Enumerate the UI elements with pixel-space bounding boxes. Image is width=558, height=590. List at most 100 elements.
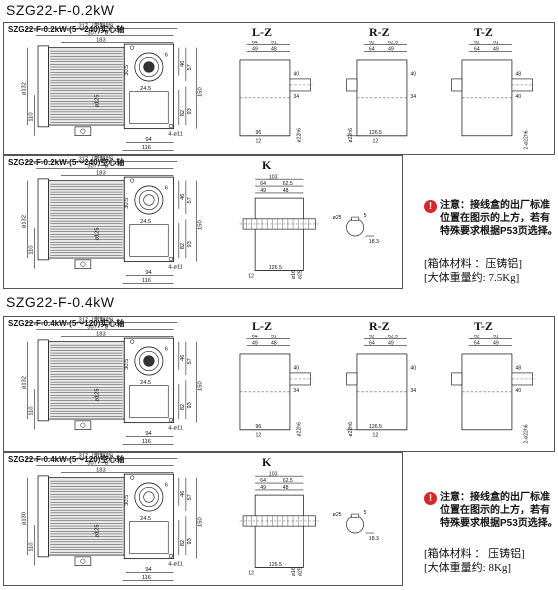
view-dim: 48 bbox=[515, 365, 521, 371]
dim-116: 116 bbox=[142, 439, 151, 445]
dim-94: 94 bbox=[145, 270, 152, 276]
dim-24-5: 24.5 bbox=[140, 86, 151, 92]
dim-30-5: 30.5 bbox=[124, 198, 130, 209]
dim-diameter-125: ø125 bbox=[95, 524, 101, 537]
dim-total-length: 317（带制动） bbox=[79, 453, 117, 459]
k-dim: 12 bbox=[248, 570, 254, 576]
view-dim: ø22h6 bbox=[296, 128, 302, 143]
k-dim: ø25 bbox=[333, 512, 342, 518]
k-dim: 64 bbox=[260, 478, 266, 484]
k-dim: ø25 bbox=[333, 215, 342, 221]
view-dim: 64 bbox=[369, 340, 375, 346]
dim-height-110: 110 bbox=[29, 245, 35, 254]
dim-24-5: 24.5 bbox=[140, 380, 151, 386]
view-title-l-z: L-Z bbox=[252, 319, 273, 333]
dim-length-183: 183 bbox=[96, 37, 106, 43]
view-dim: 91 bbox=[271, 41, 277, 46]
dim-6: 6 bbox=[165, 52, 168, 58]
k-dim: ø25 bbox=[298, 270, 304, 279]
view-dim: 48 bbox=[271, 46, 277, 52]
k-dim: 48 bbox=[283, 188, 289, 194]
solid-shaft-title: SZG22-F-0.2kW-(5～240)实心轴 bbox=[8, 25, 125, 34]
view-dim: 2-ø22h6 bbox=[523, 424, 529, 443]
dim-82: 82 bbox=[180, 243, 186, 249]
dim-8: 8 bbox=[105, 163, 108, 169]
k-dim: ø16 bbox=[291, 567, 297, 576]
view-dim: 49 bbox=[493, 340, 499, 346]
dim-6: 6 bbox=[165, 482, 168, 488]
view-dim: 64 bbox=[252, 335, 258, 340]
dim-30-5: 30.5 bbox=[124, 359, 130, 370]
view-dim: 64 bbox=[474, 46, 480, 52]
dim-mounting-holes: 4-ø11 bbox=[168, 132, 183, 138]
dim-mounting-holes: 4-ø11 bbox=[168, 426, 183, 432]
dim-57: 57 bbox=[187, 494, 193, 500]
k-dim: 62.5 bbox=[283, 181, 293, 187]
view-title-t-z: T-Z bbox=[474, 319, 493, 333]
section-title: SZG22-F-0.2kW bbox=[6, 2, 115, 18]
dim-82: 82 bbox=[180, 540, 186, 546]
housing-material: [箱体材料 ： 压铸铝] bbox=[424, 548, 525, 560]
k-dim: 126.5 bbox=[269, 265, 282, 271]
dim-6: 6 bbox=[165, 185, 168, 191]
dim-diameter-125: ø125 bbox=[95, 94, 101, 107]
k-dim: 48 bbox=[283, 485, 289, 491]
warning-icon: ! bbox=[424, 200, 437, 213]
view-dim: 64 bbox=[474, 340, 480, 346]
dim-93: 93 bbox=[187, 538, 193, 544]
view-dim: 126.5 bbox=[369, 424, 382, 430]
view-dim: ø22h6 bbox=[348, 128, 354, 143]
view-dim: 92 bbox=[369, 335, 375, 340]
solid-shaft-title: SZG22-F-0.4kW-(5～120)实心轴 bbox=[8, 319, 125, 328]
view-dim: 48 bbox=[271, 340, 277, 346]
dim-6: 6 bbox=[165, 346, 168, 352]
dim-8: 8 bbox=[105, 30, 108, 36]
view-dim: 34 bbox=[410, 94, 416, 100]
view-dim: 40 bbox=[410, 71, 416, 77]
dim-94: 94 bbox=[145, 137, 152, 143]
dim-total-length: 317（带制动） bbox=[79, 317, 117, 323]
view-dim: 91 bbox=[493, 41, 499, 46]
dim-46: 46 bbox=[180, 194, 186, 200]
dim-94: 94 bbox=[145, 567, 152, 573]
dim-diameter-132: ø132 bbox=[22, 376, 28, 389]
k-dim: 18.3 bbox=[369, 239, 379, 245]
view-dim: 91 bbox=[493, 335, 499, 340]
dim-length-183: 183 bbox=[96, 467, 106, 473]
view-dim: 92 bbox=[474, 335, 480, 340]
view-dim: ø22h6 bbox=[348, 422, 354, 437]
view-dim: 49 bbox=[388, 340, 394, 346]
dim-mounting-holes: 4-ø11 bbox=[168, 265, 183, 271]
dim-150: 150 bbox=[198, 517, 204, 527]
k-dim: 49 bbox=[260, 188, 266, 194]
dim-150: 150 bbox=[198, 381, 204, 391]
view-dim: 92 bbox=[474, 41, 480, 46]
view-dim: 12 bbox=[255, 433, 261, 439]
k-dim: 64 bbox=[260, 181, 266, 187]
k-dim: 103 bbox=[269, 174, 278, 180]
dim-150: 150 bbox=[198, 87, 204, 97]
k-dim: 126.5 bbox=[269, 562, 282, 568]
dim-total-length: 317（带制动） bbox=[79, 156, 117, 162]
k-dim: 12 bbox=[248, 273, 254, 279]
k-dim: ø25 bbox=[298, 567, 304, 576]
dim-82: 82 bbox=[180, 404, 186, 410]
dim-diameter-125: ø125 bbox=[95, 388, 101, 401]
dim-height-110: 110 bbox=[29, 406, 35, 415]
dim-46: 46 bbox=[180, 355, 186, 361]
dim-46: 46 bbox=[180, 61, 186, 67]
view-dim: 12 bbox=[372, 433, 378, 439]
dim-57: 57 bbox=[187, 197, 193, 203]
view-dim: 62.5 bbox=[388, 335, 398, 340]
warning-icon: ! bbox=[424, 492, 437, 505]
dim-length-307: 307 bbox=[87, 163, 97, 169]
